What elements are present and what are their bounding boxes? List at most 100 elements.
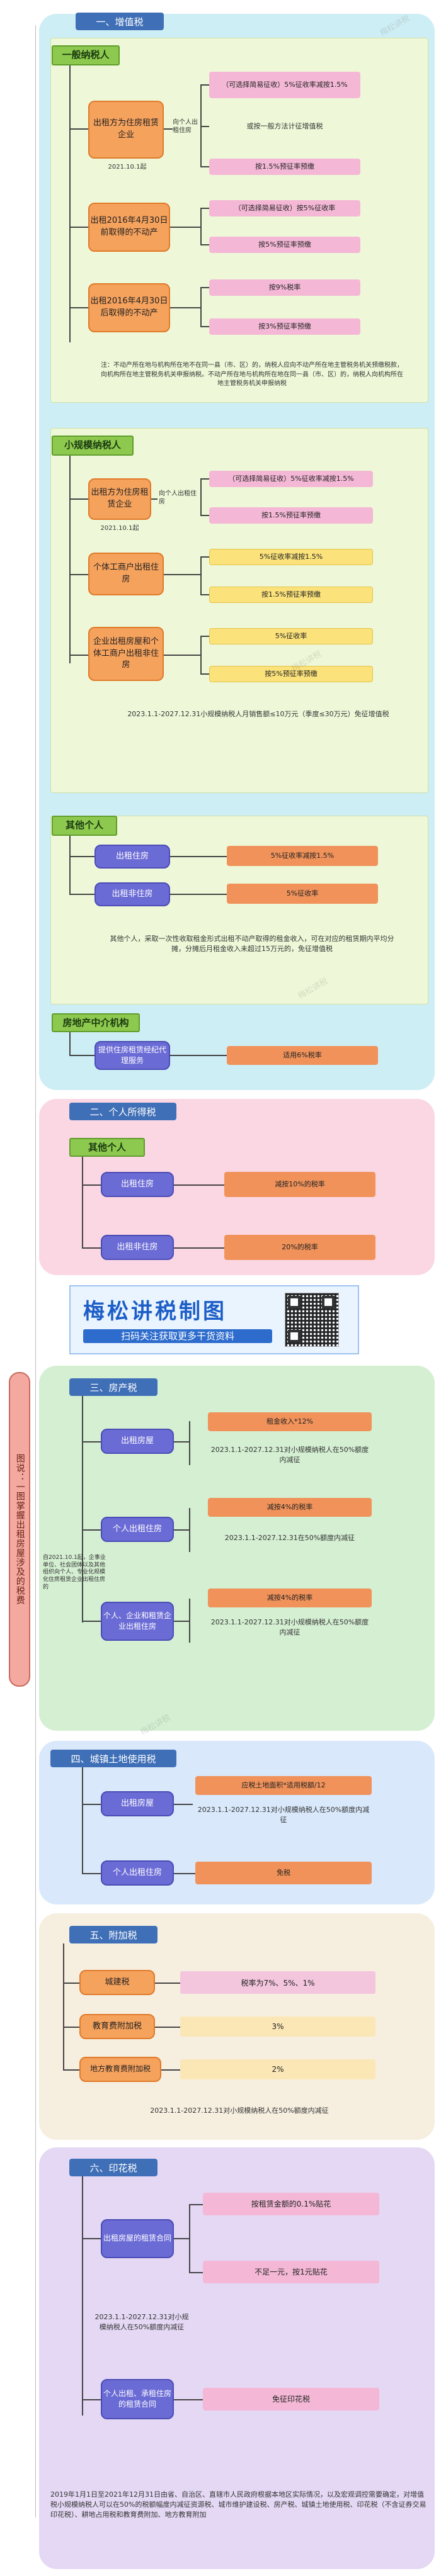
land-r2-h: [82, 1873, 101, 1874]
vat-g-r1-opt2: 或按一般方法计征增值税: [246, 122, 323, 131]
vat-i-r2-label: 出租非住房: [94, 882, 170, 906]
prop-r3-bracket: [189, 1599, 190, 1643]
vat-g-r3-bracket: [200, 287, 202, 327]
vat-g-r3-label: 出租2016年4月30日后取得的不动产: [88, 283, 170, 332]
sur-r1-label: 城建税: [79, 1970, 155, 1995]
vat-s-r3-hline: [69, 655, 88, 656]
side-title: 图说：一图掌握出租房屋涉及的税费: [14, 1454, 25, 1605]
vat-g-r3-opt2: 按3%预征率预缴: [209, 318, 360, 335]
iit-r1-label: 出租住房: [101, 1172, 174, 1197]
stamp-r1-b2: [189, 2272, 203, 2273]
surcharge-note: 2023.1.1-2027.12.31对小规模纳税人在50%额度内减征: [150, 2106, 329, 2115]
land-r2-h2: [174, 1873, 195, 1874]
vat-s-r1-label: 出租方为住房租赁企业: [88, 478, 151, 520]
prop-r2-h2: [174, 1529, 189, 1531]
stamp-r1-h: [82, 2238, 101, 2239]
vat-g-r3-opt1: 按9%税率: [209, 279, 360, 296]
stamp-r2-opt1: 免征印花税: [203, 2388, 379, 2410]
vat-small-title: 小规模纳税人: [52, 436, 134, 456]
vat-g-r1-h2: [164, 128, 173, 130]
vat-agency-title: 房地产中介机构: [52, 1013, 140, 1032]
vat-s-r3-h2: [164, 655, 200, 656]
vat-g-r1-date: 2021.10.1起: [108, 164, 147, 171]
vat-g-r3-b2: [200, 326, 209, 327]
iit-r1-h2: [174, 1184, 224, 1186]
banner: 梅松讲税制图 扫码关注获取更多干货资料: [69, 1285, 359, 1354]
iit-r2-opt: 20%的税率: [224, 1235, 375, 1260]
land-r2-opt1: 免税: [195, 1862, 372, 1884]
side-connector: [35, 25, 36, 2517]
vat-i-r2-opt: 5%征收率: [227, 884, 378, 904]
prop-r1-h: [82, 1441, 101, 1443]
sur-r2-h2: [155, 2027, 180, 2028]
prop-r2-opt1: 减按4%的税率: [208, 1498, 372, 1517]
vat-section-title: 一、增值税: [76, 13, 164, 30]
prop-r2-bracket: [189, 1508, 190, 1552]
vat-g-r2-hline: [69, 227, 88, 228]
vat-s-r3-label: 企业出租房屋和个体工商户出租非住房: [88, 627, 164, 681]
vat-i-r1-label: 出租住房: [94, 845, 170, 869]
sur-r2-opt-text: 3%: [272, 2022, 284, 2031]
side-title-capsule: 图说：一图掌握出租房屋涉及的税费: [9, 1372, 30, 1687]
land-r1-label: 出租房屋: [101, 1791, 174, 1816]
sur-r2-opt: 3%: [180, 2016, 375, 2037]
surcharge-vline: [63, 1943, 64, 2069]
vat-g-r2-b1: [200, 208, 209, 209]
vat-i-vline: [69, 836, 71, 895]
vat-s-r2-label: 个体工商户出租住房: [88, 553, 164, 595]
stamp-r1-b1: [189, 2204, 203, 2205]
vat-small-note: 2023.1.1-2027.12.31小规模纳税人月销售额≤10万元（季度≤30…: [127, 710, 389, 719]
stamp-r2-label: 个人出租、承租住房的租赁合同: [101, 2379, 174, 2419]
vat-i-r2-h2: [170, 894, 227, 895]
vat-s-r1-b1: [200, 478, 209, 480]
prop-r3-opt1: 减按4%的税率: [208, 1589, 372, 1607]
prop-r3-h: [82, 1621, 101, 1622]
sur-r3-h2: [161, 2069, 180, 2071]
vat-g-r2-h2: [170, 227, 200, 228]
vat-g-r2-label: 出租2016年4月30日前取得的不动产: [88, 203, 170, 252]
qr-code-icon: [285, 1293, 339, 1347]
vat-i-r1-opt: 5%征收率减按1.5%: [227, 846, 378, 866]
vat-g-r3-hline: [69, 307, 88, 308]
vat-g-r1-b1: [200, 84, 209, 86]
land-r1-opt1: 应税土地面积*适用税额/12: [195, 1776, 372, 1795]
prop-r2-opt2: 2023.1.1-2027.12.31在50%额度内减征: [224, 1534, 355, 1543]
sur-r1-opt-text: 税率为7%、5%、1%: [241, 1978, 315, 1988]
vat-s-r2-hline: [69, 574, 88, 575]
sur-r3-opt-text: 2%: [272, 2065, 284, 2074]
vat-s-r3-opt1: 5%征收率: [209, 628, 373, 644]
vat-g-r1-opt3: 按1.5%预征率预缴: [209, 159, 360, 175]
sur-r1-h2: [155, 1983, 180, 1984]
vat-g-r1-b3: [200, 166, 209, 167]
vat-g-r1-hline: [69, 128, 88, 130]
vat-a-h: [69, 1055, 94, 1056]
prop-r1-bracket: [189, 1421, 190, 1465]
vat-i-r1-h: [69, 856, 94, 857]
vat-small-vline: [69, 456, 71, 663]
vat-s-r1-opt2: 按1.5%预征率预缴: [209, 507, 373, 524]
vat-g-r1-branch: 向个人出租住房: [173, 119, 198, 134]
iit-r2-h2: [174, 1247, 224, 1249]
banner-title: 梅松讲税制图: [83, 1299, 227, 1324]
vat-g-r2-opt2: 按5%预征率预缴: [209, 237, 360, 253]
iit-section-title: 二、个人所得税: [69, 1103, 176, 1120]
land-r1-h2: [174, 1804, 193, 1805]
stamp-r2-h2: [174, 2399, 203, 2400]
banner-subtitle: 扫码关注获取更多干货资料: [83, 1329, 272, 1343]
sur-r1-opt: 税率为7%、5%、1%: [180, 1971, 375, 1994]
prop-r2-h: [82, 1529, 101, 1531]
iit-r1-opt: 减按10%的税率: [224, 1172, 375, 1197]
vat-g-r1-label: 出租方为住房租赁企业: [88, 101, 164, 159]
vat-g-r3-b1: [200, 287, 209, 288]
vat-s-r2-bracket: [200, 556, 202, 595]
vat-s-r3-b2: [200, 673, 209, 675]
surcharge-section-title: 五、附加税: [69, 1926, 158, 1943]
sur-r2-label: 教育费附加税: [79, 2014, 155, 2039]
vat-s-r1-opt1: （可选择简易征收）5%征收率减按1.5%: [209, 471, 373, 487]
vat-i-r1-h2: [170, 856, 227, 857]
stamp-r1-bracket: [189, 2204, 190, 2273]
stamp-section: [39, 2147, 435, 2569]
stamp-r1-h2: [174, 2238, 189, 2239]
vat-g-r1-b2: [200, 126, 209, 127]
vat-s-r1-date: 2021.10.1起: [100, 525, 139, 532]
